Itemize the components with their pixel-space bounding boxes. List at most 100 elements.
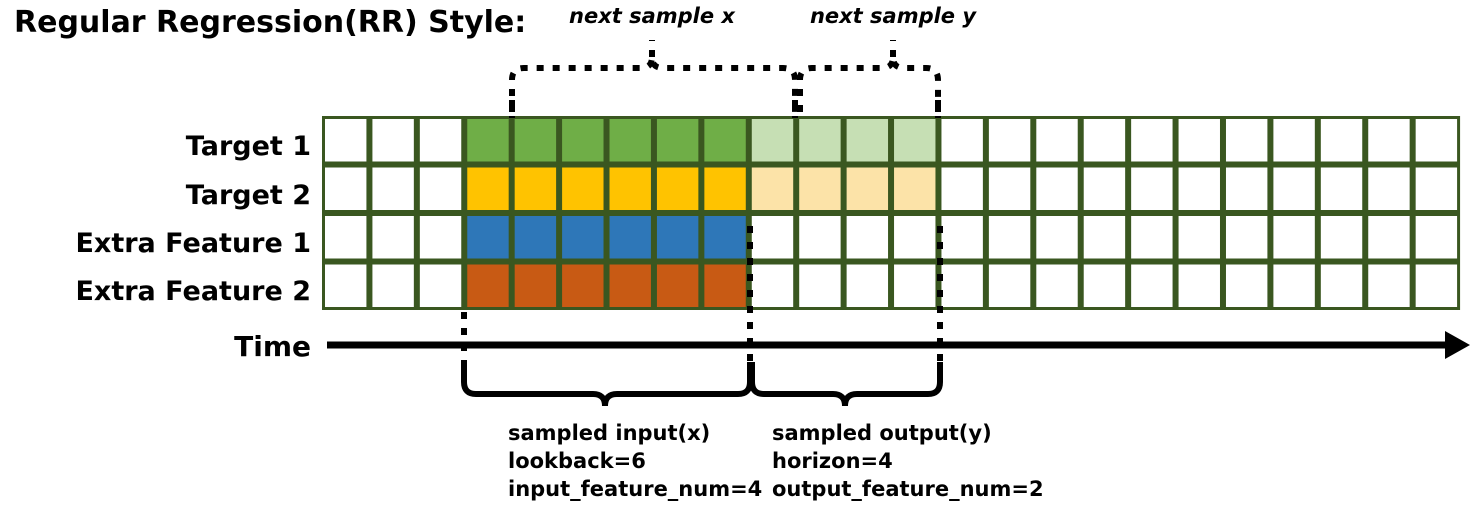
grid-cell[interactable]	[1131, 264, 1173, 308]
grid-cell[interactable]	[1083, 167, 1126, 211]
grid-cell[interactable]	[609, 167, 651, 211]
grid-cell[interactable]	[704, 119, 746, 162]
grid-cell[interactable]	[656, 216, 699, 259]
grid-cell[interactable]	[1415, 216, 1458, 259]
grid-cell[interactable]	[1131, 119, 1173, 162]
grid-cell[interactable]	[1415, 119, 1458, 162]
grid-cell[interactable]	[1036, 216, 1078, 259]
grid-cell[interactable]	[325, 119, 367, 162]
grid-cell[interactable]	[941, 264, 983, 308]
grid-cell[interactable]	[419, 216, 462, 259]
grid-cell[interactable]	[1225, 264, 1268, 308]
grid-cell[interactable]	[1368, 216, 1410, 259]
grid-cell[interactable]	[894, 119, 936, 162]
grid-cell[interactable]	[704, 264, 746, 308]
grid-cell[interactable]	[467, 119, 509, 162]
grid-cell[interactable]	[1273, 264, 1315, 308]
grid-cell[interactable]	[751, 119, 794, 162]
annot-sampled-input-line-2: lookback=6	[508, 449, 646, 473]
grid-cell[interactable]	[1131, 167, 1173, 211]
grid-cell[interactable]	[467, 264, 509, 308]
grid-cell[interactable]	[1178, 216, 1220, 259]
grid-cell[interactable]	[1036, 119, 1078, 162]
grid-cell[interactable]	[1273, 167, 1315, 211]
grid-cell[interactable]	[656, 119, 699, 162]
grid-cell[interactable]	[562, 119, 604, 162]
grid-cell[interactable]	[1368, 167, 1410, 211]
grid-cell[interactable]	[1320, 216, 1363, 259]
label-next-sample-y: next sample y	[810, 4, 977, 28]
grid-cell[interactable]	[372, 167, 414, 211]
grid-cell[interactable]	[1131, 216, 1173, 259]
grid-cell[interactable]	[799, 264, 841, 308]
grid-cell[interactable]	[325, 167, 367, 211]
grid-cell[interactable]	[1225, 119, 1268, 162]
grid-cell[interactable]	[514, 264, 557, 308]
grid-cell[interactable]	[1083, 119, 1126, 162]
grid-cell[interactable]	[1036, 167, 1078, 211]
grid-cell[interactable]	[1178, 167, 1220, 211]
grid-cell[interactable]	[846, 119, 889, 162]
grid-cell[interactable]	[894, 216, 936, 259]
grid-cell[interactable]	[325, 264, 367, 308]
grid-cell[interactable]	[1273, 119, 1315, 162]
grid-cell[interactable]	[514, 119, 557, 162]
grid-cell[interactable]	[1415, 167, 1458, 211]
grid-cell[interactable]	[1225, 216, 1268, 259]
grid-cell[interactable]	[988, 264, 1031, 308]
grid-cell[interactable]	[609, 264, 651, 308]
grid-cell[interactable]	[514, 216, 557, 259]
grid-cell[interactable]	[941, 167, 983, 211]
grid-cell[interactable]	[799, 167, 841, 211]
grid-cell[interactable]	[1368, 119, 1410, 162]
grid-cell[interactable]	[1320, 119, 1363, 162]
grid-cell[interactable]	[609, 216, 651, 259]
grid-cell[interactable]	[609, 119, 651, 162]
grid-cell[interactable]	[562, 264, 604, 308]
grid-cell[interactable]	[1036, 264, 1078, 308]
row-label-extra-feature-1: Extra Feature 1	[75, 228, 311, 259]
grid-cell[interactable]	[419, 264, 462, 308]
grid-cell[interactable]	[372, 119, 414, 162]
grid-cell[interactable]	[325, 216, 367, 259]
grid-cell[interactable]	[941, 119, 983, 162]
grid-cell[interactable]	[467, 216, 509, 259]
grid-cell[interactable]	[1415, 264, 1458, 308]
grid-cell[interactable]	[1225, 167, 1268, 211]
grid-cell[interactable]	[562, 216, 604, 259]
grid-cell[interactable]	[988, 216, 1031, 259]
grid-cell[interactable]	[467, 167, 509, 211]
brace-path-next-sample-x	[509, 56, 798, 112]
grid-cell[interactable]	[1368, 264, 1410, 308]
grid-cell[interactable]	[1178, 119, 1220, 162]
grid-cell[interactable]	[419, 167, 462, 211]
grid-cell[interactable]	[1320, 264, 1363, 308]
grid-cell[interactable]	[1083, 264, 1126, 308]
grid-cell[interactable]	[514, 167, 557, 211]
grid-cell[interactable]	[372, 264, 414, 308]
grid-cell[interactable]	[704, 216, 746, 259]
grid-cell[interactable]	[846, 216, 889, 259]
grid-cell[interactable]	[799, 216, 841, 259]
grid-cell[interactable]	[1320, 167, 1363, 211]
grid-cell[interactable]	[988, 119, 1031, 162]
grid-cell[interactable]	[751, 264, 794, 308]
grid-cell[interactable]	[372, 216, 414, 259]
grid-cell[interactable]	[988, 167, 1031, 211]
grid-cell[interactable]	[1083, 216, 1126, 259]
grid-cell[interactable]	[894, 264, 936, 308]
grid-cell[interactable]	[846, 264, 889, 308]
grid-cell[interactable]	[656, 167, 699, 211]
grid-cell[interactable]	[562, 167, 604, 211]
grid-cell[interactable]	[1178, 264, 1220, 308]
grid-cell[interactable]	[894, 167, 936, 211]
grid-cell[interactable]	[656, 264, 699, 308]
grid-cell[interactable]	[751, 216, 794, 259]
grid-cell[interactable]	[941, 216, 983, 259]
grid-cell[interactable]	[1273, 216, 1315, 259]
grid-cell[interactable]	[751, 167, 794, 211]
grid-cell[interactable]	[846, 167, 889, 211]
grid-cell[interactable]	[419, 119, 462, 162]
grid-cell[interactable]	[799, 119, 841, 162]
grid-cell[interactable]	[704, 167, 746, 211]
